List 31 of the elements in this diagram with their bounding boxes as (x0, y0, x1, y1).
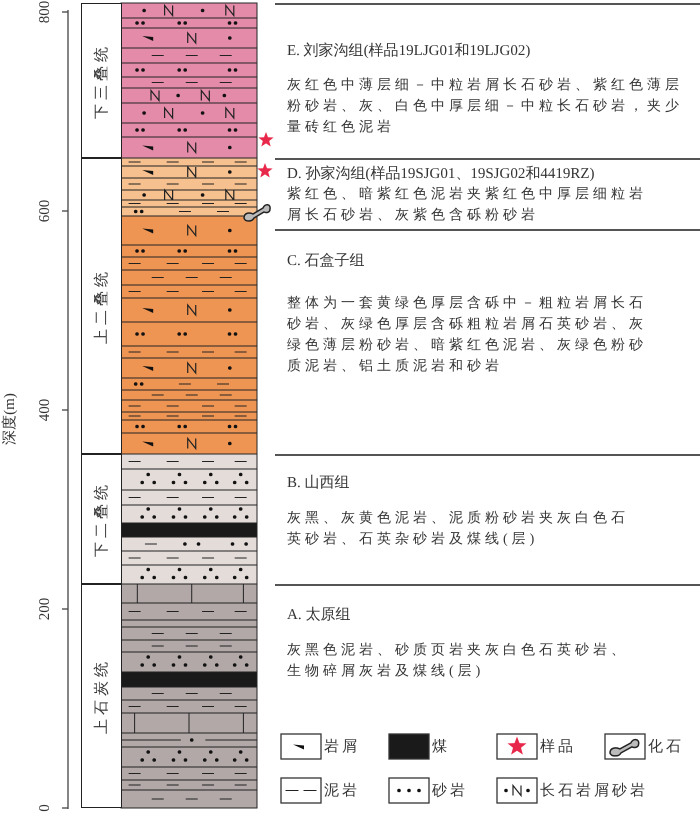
series-label: 下二叠统 (92, 481, 111, 557)
formation-heading: B. 山西组 (287, 474, 350, 492)
tick-label: 600 (36, 198, 54, 224)
formation-description: 整体为一套黄绿色厚层含砾中－粗粒岩屑长石砂岩、灰绿色厚层含砾粗粒岩屑石英砂岩、灰绿色薄层粉砂岩、暗紫红色泥岩、灰绿色粉砂质泥岩、铝土质泥岩和砂岩 (287, 294, 648, 376)
series-box (81, 584, 122, 808)
legend-label: 样品 (540, 738, 576, 756)
formation-heading: E. 刘家沟组(样品19LJG01和19LJG02) (287, 41, 530, 60)
formation-description: 灰红色中薄层细－中粒岩屑长石砂岩、紫红色薄层粉砂岩、灰、白色中厚层细－中粒长石砂岩，夹少量砖红色泥岩 (287, 76, 684, 137)
series-box (81, 454, 122, 584)
formation-description: 灰黑、灰黄色泥岩、泥质粉砂岩夹灰白色石英砂岩、石英杂砂岩及煤线(层) (287, 510, 630, 549)
tick-label: 200 (36, 596, 54, 622)
legend-label: 泥岩 (324, 782, 360, 800)
formation-heading: D. 孙家沟组(样品19SJG01、19SJG02和4419RZ) (287, 164, 595, 183)
legend-label: 化石 (648, 738, 684, 756)
series-label: 下三叠统 (92, 42, 111, 118)
formation-description: 紫红色、暗紫红色泥岩夹紫红色中厚层细粒岩屑长石砂岩、灰紫色含砾粉砂岩 (287, 185, 648, 225)
legend-label: 岩屑 (324, 738, 360, 756)
tick-label: 400 (36, 398, 54, 424)
tick-label: 800 (36, 0, 54, 26)
formation-description: 灰黑色泥岩、砂质页岩夹灰白色石英砂岩、生物碎屑灰岩及煤线(层) (287, 642, 630, 681)
legend-label: 砂岩 (432, 782, 468, 800)
legend-label: 煤 (432, 738, 450, 756)
tick-label: 0 (36, 803, 54, 813)
formation-heading: C. 石盒子组 (287, 252, 365, 270)
series-box (81, 3, 122, 158)
series-box (81, 158, 122, 454)
legend-label: 长石岩屑砂岩 (540, 782, 648, 800)
series-label: 上石炭统 (92, 658, 111, 734)
series-label: 上二叠统 (92, 268, 111, 344)
formation-heading: A. 太原组 (287, 606, 350, 624)
axis-title: 深度(m) (1, 392, 19, 447)
